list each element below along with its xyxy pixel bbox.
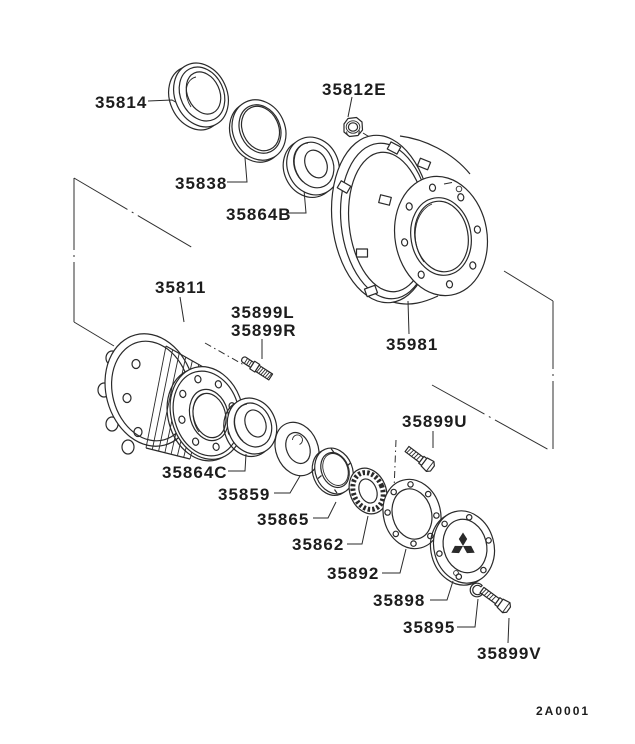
part-bolt-35899V: [479, 586, 512, 614]
mitsubishi-logo: [451, 532, 475, 554]
part-toothed-washer-35862: [348, 467, 388, 515]
part-label-35899V: 35899V: [477, 644, 542, 663]
part-label-35862: 35862: [292, 535, 345, 554]
part-label-35811: 35811: [155, 278, 207, 297]
part-stud-35899LR: [241, 356, 274, 381]
construction-lines: [73, 177, 554, 491]
drum-bolt-holes: [400, 183, 482, 289]
part-brake-drum-35981: [330, 134, 489, 305]
part-seal-35814: [168, 62, 229, 131]
diagram-code: 2A0001: [536, 704, 591, 718]
part-bearing-35864C: [223, 397, 278, 458]
part-hub-cap-35898: [429, 510, 496, 586]
leader-lines: [147, 96, 510, 644]
part-label-35838: 35838: [175, 174, 228, 193]
part-gasket-35892: [382, 478, 442, 550]
part-nut-35812E: [343, 116, 364, 138]
part-bolt-35899U: [404, 445, 435, 473]
part-lock-nut-35865: [311, 447, 354, 496]
part-label-35859: 35859: [218, 485, 271, 504]
part-label-35895: 35895: [403, 618, 456, 637]
part-label-35865: 35865: [257, 510, 310, 529]
hub-face-holes: [178, 375, 236, 451]
part-label-35864C: 35864C: [162, 463, 228, 482]
part-label-35899L: 35899L: [231, 303, 295, 322]
part-label-35814: 35814: [95, 93, 148, 112]
gasket-holes: [384, 481, 440, 547]
part-label-35981: 35981: [386, 335, 439, 354]
drum-lugs: [336, 141, 432, 298]
part-label-35899R: 35899R: [231, 321, 297, 340]
part-label-35892: 35892: [327, 564, 380, 583]
part-snap-ring-35895: [469, 582, 483, 598]
part-label-35898: 35898: [373, 591, 426, 610]
part-bearing-35864B: [282, 136, 340, 198]
part-ring-35838: [228, 99, 287, 163]
part-tab-washer-35859: [274, 421, 320, 477]
part-hub-35811: [97, 333, 245, 462]
hub-cap-holes: [436, 513, 492, 581]
part-label-35899U: 35899U: [402, 412, 468, 431]
part-label-35812E: 35812E: [322, 80, 387, 99]
part-label-35864B: 35864B: [226, 205, 292, 224]
